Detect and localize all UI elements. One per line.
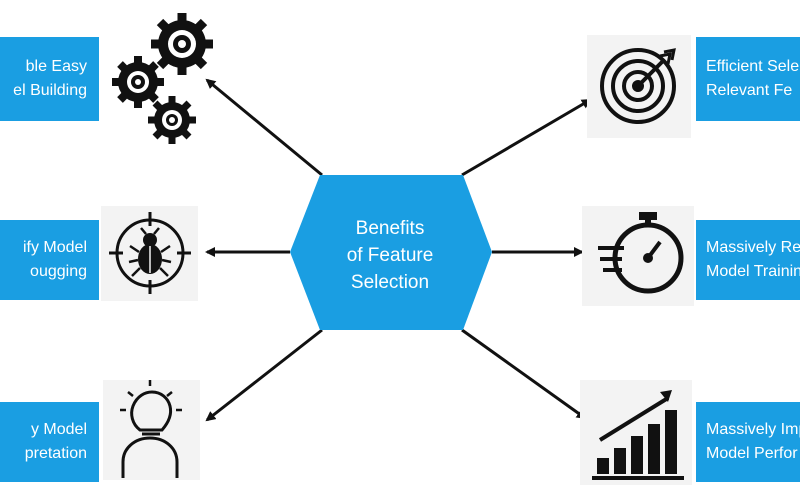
- benefit-text: Massively Re: [706, 239, 800, 256]
- benefit-box-bottom-right: Massively Impr Model Perfor: [696, 402, 800, 482]
- benefit-text: el Building: [13, 82, 87, 99]
- arrow-top-left: [205, 78, 323, 177]
- bug-target-icon: [109, 212, 191, 294]
- center-title-line: Benefits: [355, 217, 425, 239]
- benefit-text: pretation: [24, 445, 87, 462]
- lightbulb-head-icon: [120, 380, 182, 478]
- stopwatch-icon: [598, 212, 684, 294]
- arrow-top-right: [461, 98, 592, 177]
- benefit-text: y Model: [30, 421, 87, 438]
- benefit-text: ify Model: [22, 239, 87, 256]
- connector-arrows: [205, 78, 592, 422]
- center-title: Benefits of Feature Selection: [300, 200, 480, 310]
- benefit-text: Efficient Sele: [706, 58, 800, 75]
- benefit-box-mid-right: Massively Re Model Trainin: [696, 220, 800, 300]
- arrow-bottom-left: [205, 328, 323, 422]
- arrow-bottom-right: [461, 328, 587, 420]
- center-title-line: of Feature: [346, 244, 434, 266]
- growth-chart-icon: [592, 390, 684, 480]
- benefit-text: Massively Impr: [706, 421, 800, 438]
- benefit-text: Relevant Fe: [706, 82, 793, 99]
- benefit-box-mid-left: ify Model ougging: [0, 220, 99, 300]
- gears-icon: [112, 13, 213, 144]
- benefit-box-bottom-left: y Model pretation: [0, 402, 99, 482]
- target-arrow-icon: [600, 48, 676, 124]
- center-hexagon: [290, 175, 492, 330]
- center-title-line: Selection: [350, 271, 430, 293]
- benefit-text: ougging: [30, 263, 87, 280]
- benefit-box-top-right: Efficient Sele Relevant Fe: [696, 37, 800, 121]
- benefit-box-top-left: ble Easy el Building: [0, 37, 99, 121]
- benefit-text: ble Easy: [25, 58, 87, 75]
- benefit-text: Model Trainin: [706, 263, 800, 280]
- benefit-text: Model Perfor: [706, 445, 798, 462]
